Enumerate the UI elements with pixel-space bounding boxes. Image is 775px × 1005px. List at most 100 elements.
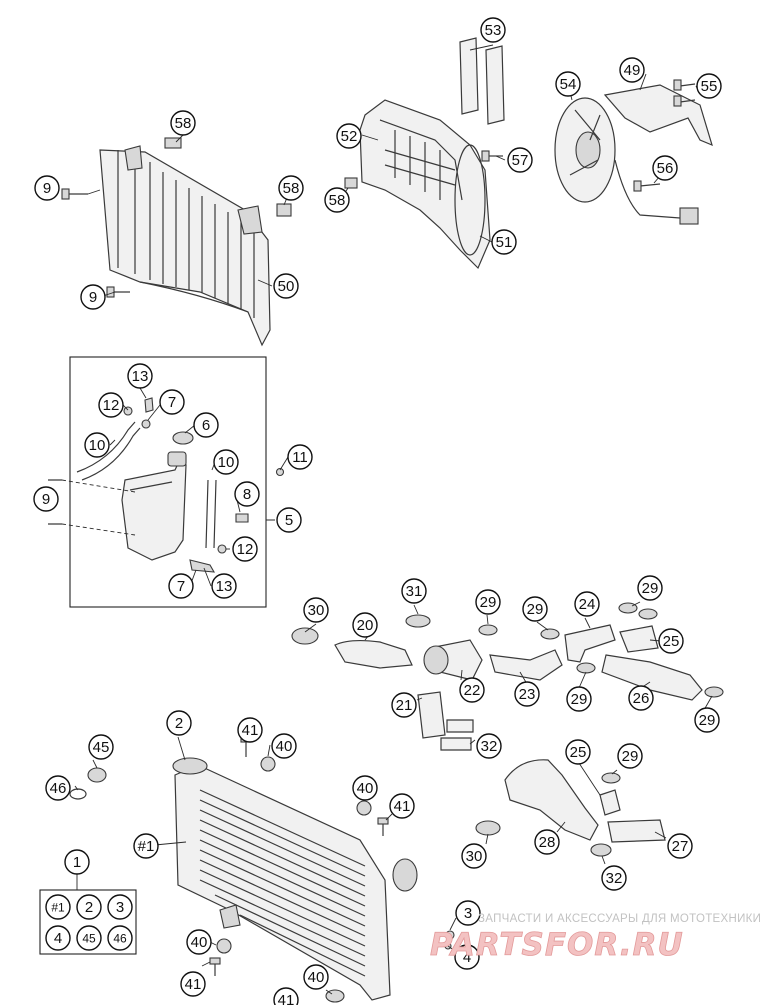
callout-circle xyxy=(276,507,302,533)
callout-label: 30 xyxy=(466,848,483,865)
callout-circle xyxy=(507,147,533,173)
callout-label: 40 xyxy=(308,969,325,986)
callout-49: 49 xyxy=(619,57,645,83)
callout-label: 40 xyxy=(357,780,374,797)
callout-8: 8 xyxy=(234,481,260,507)
callout-label: 2 xyxy=(175,715,183,732)
callout-circle xyxy=(574,591,600,617)
callout-circle xyxy=(287,444,313,470)
callout-label: 29 xyxy=(642,580,659,597)
callout-label: 12 xyxy=(103,397,120,414)
callout-53: 53 xyxy=(480,17,506,43)
callout-31: 31 xyxy=(401,578,427,604)
callout-40: 40 xyxy=(186,929,212,955)
callout-circle xyxy=(303,597,329,623)
callout-10: 10 xyxy=(84,432,110,458)
callout-circle xyxy=(480,17,506,43)
callout-circle xyxy=(133,833,159,859)
kit-item-label: 45 xyxy=(82,932,96,946)
kit-item-circle xyxy=(107,894,133,920)
callout-label: 7 xyxy=(168,394,176,411)
callout-13: 13 xyxy=(211,573,237,599)
callout-10: 10 xyxy=(213,449,239,475)
kit-item-label: 2 xyxy=(85,899,93,916)
kit-item-label: 4 xyxy=(54,930,62,947)
callout-circle xyxy=(170,110,196,136)
kit-item-circle xyxy=(45,925,71,951)
callout-circle xyxy=(193,412,219,438)
callout-label: 29 xyxy=(571,691,588,708)
callout-circle xyxy=(234,481,260,507)
callout-circle xyxy=(98,392,124,418)
callout-circle xyxy=(88,734,114,760)
callout-label: 45 xyxy=(93,739,110,756)
callout-label: 54 xyxy=(560,76,577,93)
callout-9: 9 xyxy=(34,175,60,201)
callout-circle xyxy=(159,389,185,415)
callout-56: 56 xyxy=(652,155,678,181)
callout-9: 9 xyxy=(80,284,106,310)
kit-item-kit-1: #1 xyxy=(45,894,71,920)
callout-circle xyxy=(34,175,60,201)
callout-label: 40 xyxy=(276,738,293,755)
callout-circle xyxy=(522,596,548,622)
callout-circle xyxy=(45,775,71,801)
callout-58: 58 xyxy=(170,110,196,136)
callout-58: 58 xyxy=(324,187,350,213)
expansion-tank-drawing xyxy=(48,397,285,573)
watermark-brand: PARTSFOR.RU xyxy=(430,927,684,963)
callout-label: 24 xyxy=(579,596,596,613)
expansion-tank-frame xyxy=(69,356,267,608)
callout-label: 41 xyxy=(394,798,411,815)
callout-circle xyxy=(652,155,678,181)
callout-40: 40 xyxy=(271,733,297,759)
callout-label: 9 xyxy=(43,180,51,197)
callout-circle xyxy=(694,707,720,733)
callout-label: 26 xyxy=(633,690,650,707)
kit-item-3: 3 xyxy=(107,894,133,920)
callout-9: 9 xyxy=(33,486,59,512)
callout-circle xyxy=(491,229,517,255)
callout-label: 57 xyxy=(512,152,529,169)
callout-label: 25 xyxy=(663,633,680,650)
callout-circle xyxy=(273,987,299,1005)
callout-circle xyxy=(459,677,485,703)
callout-circle xyxy=(617,743,643,769)
callout-label: 58 xyxy=(329,192,346,209)
callout-6: 6 xyxy=(193,412,219,438)
callout-7: 7 xyxy=(159,389,185,415)
callout-41: 41 xyxy=(273,987,299,1005)
callout-circle xyxy=(401,578,427,604)
callout-13: 13 xyxy=(127,363,153,389)
callout-label: 46 xyxy=(50,780,67,797)
callout-circle xyxy=(211,573,237,599)
callout-circle xyxy=(476,733,502,759)
callout-circle xyxy=(601,865,627,891)
callout-label: 10 xyxy=(89,437,106,454)
callout-circle xyxy=(127,363,153,389)
callout-22: 22 xyxy=(459,677,485,703)
callout-29: 29 xyxy=(475,589,501,615)
callout-label: 49 xyxy=(624,62,641,79)
callout-30: 30 xyxy=(461,843,487,869)
callout-40: 40 xyxy=(352,775,378,801)
callout-label: 1 xyxy=(73,854,81,871)
kit-item-2: 2 xyxy=(76,894,102,920)
callout-50: 50 xyxy=(273,273,299,299)
callout-58: 58 xyxy=(278,175,304,201)
callout-label: 41 xyxy=(242,722,259,739)
callout-label: 7 xyxy=(177,578,185,595)
callout-label: #1 xyxy=(138,838,155,855)
callout-circle xyxy=(84,432,110,458)
callout-circle xyxy=(667,833,693,859)
callout-circle xyxy=(658,628,684,654)
callout-label: 12 xyxy=(237,541,254,558)
callout-circle xyxy=(619,57,645,83)
callout-circle xyxy=(324,187,350,213)
kit-item-circle xyxy=(76,894,102,920)
callout-label: 55 xyxy=(701,78,718,95)
callout-label: 20 xyxy=(357,617,374,634)
kit-item-label: 46 xyxy=(113,932,127,946)
callout-label: 53 xyxy=(485,22,502,39)
